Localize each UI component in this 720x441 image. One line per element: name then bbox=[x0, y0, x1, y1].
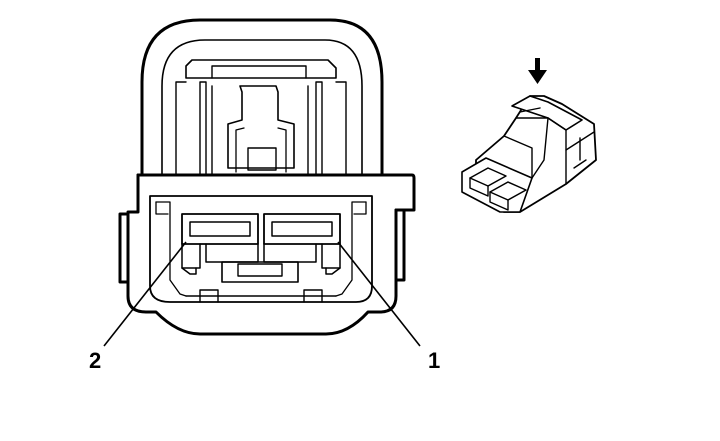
leader-line-terminal-2 bbox=[103, 241, 187, 347]
connector-housing-upper bbox=[140, 18, 384, 177]
connector-housing-body bbox=[118, 173, 416, 336]
release-tab bbox=[227, 85, 295, 169]
lock-latch bbox=[185, 59, 337, 79]
terminal-2-cavity bbox=[181, 213, 259, 245]
arrow-down-icon bbox=[528, 58, 547, 84]
connector-perspective-view bbox=[461, 58, 597, 213]
terminal-1-label: 1 bbox=[428, 348, 441, 373]
connector-front-view bbox=[118, 18, 416, 336]
terminal-cavity-frame bbox=[149, 195, 373, 303]
leader-line-terminal-1 bbox=[337, 241, 421, 347]
terminal-2-label: 2 bbox=[89, 348, 102, 373]
leader-lines bbox=[103, 241, 421, 347]
polarization-key bbox=[221, 261, 299, 283]
terminal-1-cavity bbox=[263, 213, 341, 245]
